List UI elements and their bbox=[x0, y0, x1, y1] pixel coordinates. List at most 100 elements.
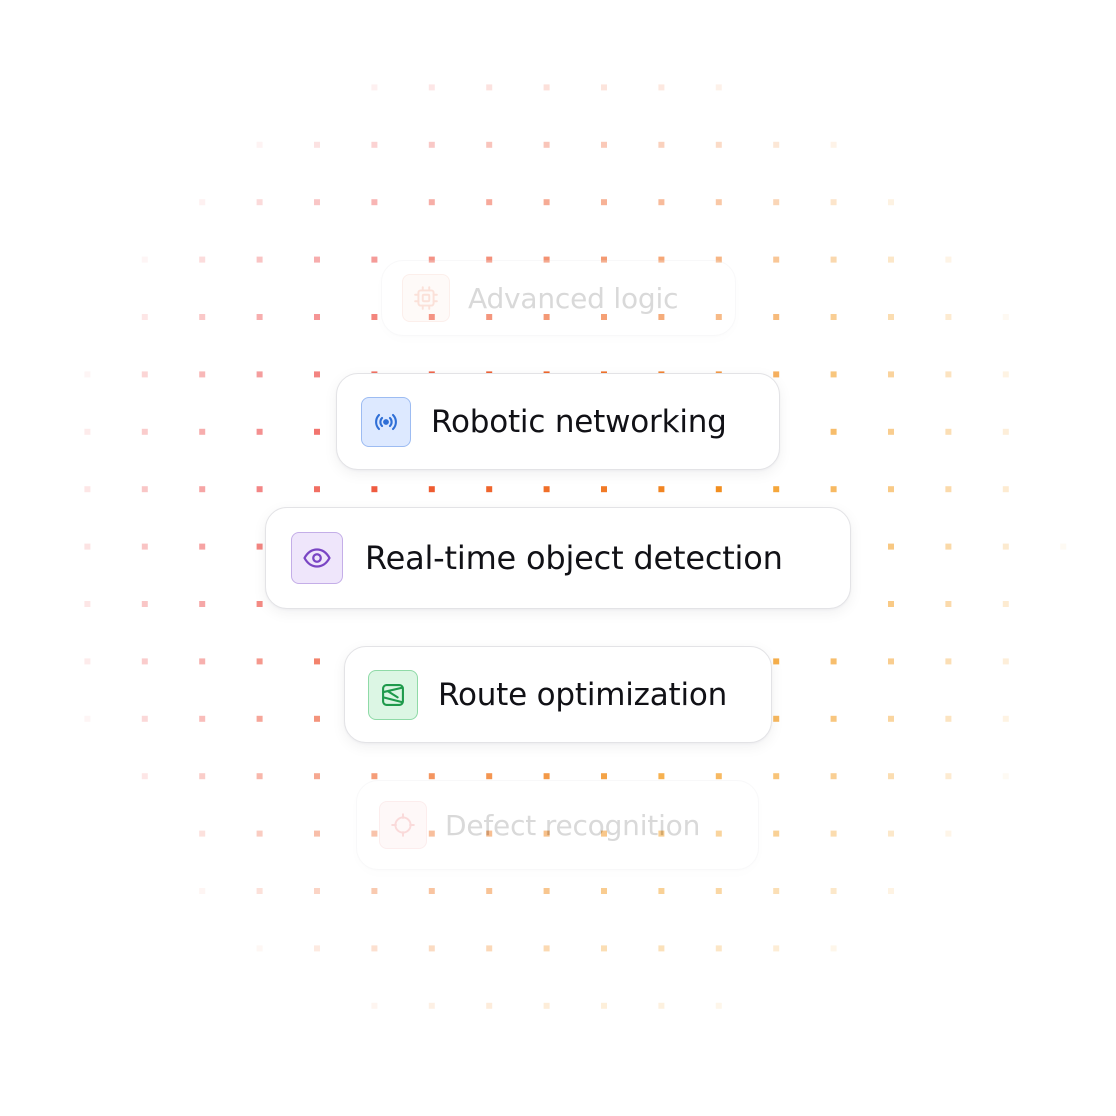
grid-dot bbox=[141, 658, 148, 665]
feature-label: Advanced logic bbox=[468, 281, 679, 315]
feature-card-real-time-object-detection: Real-time object detection bbox=[265, 507, 851, 609]
grid-dot bbox=[314, 314, 320, 320]
grid-dot bbox=[888, 888, 894, 894]
grid-dot bbox=[543, 256, 550, 263]
grid-dot bbox=[888, 428, 894, 435]
grid-dot bbox=[945, 601, 952, 607]
grid-dot bbox=[888, 486, 894, 493]
grid-dot bbox=[314, 888, 320, 894]
grid-dot bbox=[371, 141, 378, 148]
grid-dot bbox=[543, 1002, 550, 1009]
grid-dot bbox=[658, 314, 665, 320]
grid-dot bbox=[773, 945, 780, 952]
grid-dot bbox=[141, 428, 148, 435]
grid-dot bbox=[1002, 715, 1009, 722]
grid-dot bbox=[256, 314, 263, 320]
grid-dot bbox=[830, 486, 837, 493]
grid-dot bbox=[658, 830, 665, 837]
grid-dot bbox=[141, 601, 148, 607]
grid-dot bbox=[256, 773, 263, 780]
grid-dot bbox=[830, 888, 837, 894]
grid-dot bbox=[1002, 543, 1009, 550]
grid-dot bbox=[945, 428, 952, 435]
feature-card-defect-recognition: Defect recognition bbox=[356, 780, 759, 870]
chip-icon bbox=[402, 274, 450, 322]
grid-dot bbox=[601, 773, 607, 780]
grid-dot bbox=[773, 658, 780, 665]
grid-dot bbox=[84, 601, 91, 607]
grid-dot bbox=[830, 371, 837, 378]
grid-dot bbox=[773, 314, 780, 320]
grid-dot bbox=[715, 888, 722, 894]
grid-dot bbox=[773, 888, 780, 894]
grid-dot bbox=[371, 256, 378, 263]
grid-dot bbox=[428, 141, 435, 148]
grid-dot bbox=[256, 543, 263, 550]
grid-dot bbox=[773, 199, 780, 206]
grid-dot bbox=[773, 256, 780, 263]
feature-card-route-optimization: Route optimization bbox=[344, 646, 772, 743]
grid-dot bbox=[84, 428, 91, 435]
grid-dot bbox=[371, 314, 378, 320]
grid-dot bbox=[945, 715, 952, 722]
grid-dot bbox=[543, 141, 550, 148]
grid-dot bbox=[141, 715, 148, 722]
grid-dot bbox=[773, 486, 780, 493]
grid-dot bbox=[428, 830, 435, 837]
grid-dot bbox=[84, 715, 91, 722]
grid-dot bbox=[199, 486, 206, 493]
grid-dot bbox=[199, 371, 206, 378]
broadcast-icon bbox=[361, 396, 411, 447]
grid-dot bbox=[715, 199, 722, 206]
grid-dot bbox=[715, 256, 722, 263]
grid-dot bbox=[428, 486, 435, 493]
grid-dot bbox=[428, 314, 435, 320]
grid-dot bbox=[256, 371, 263, 378]
grid-dot bbox=[256, 830, 263, 837]
grid-dot bbox=[830, 830, 837, 837]
grid-dot bbox=[888, 543, 894, 550]
grid-dot bbox=[314, 773, 320, 780]
grid-dot bbox=[314, 486, 320, 493]
grid-dot bbox=[830, 715, 837, 722]
grid-dot bbox=[601, 141, 607, 148]
grid-dot bbox=[715, 1002, 722, 1009]
grid-dot bbox=[715, 486, 722, 493]
grid-dot bbox=[428, 199, 435, 206]
grid-dot bbox=[888, 601, 894, 607]
grid-dot bbox=[830, 658, 837, 665]
grid-dot bbox=[1060, 543, 1067, 550]
grid-dot bbox=[486, 314, 493, 320]
grid-dot bbox=[658, 256, 665, 263]
grid-dot bbox=[141, 773, 148, 780]
grid-dot bbox=[658, 1002, 665, 1009]
grid-dot bbox=[199, 314, 206, 320]
grid-dot bbox=[428, 1002, 435, 1009]
grid-dot bbox=[830, 773, 837, 780]
grid-dot bbox=[486, 1002, 493, 1009]
grid-dot bbox=[314, 658, 320, 665]
grid-dot bbox=[945, 314, 952, 320]
grid-dot bbox=[314, 830, 320, 837]
grid-dot bbox=[199, 888, 206, 894]
grid-dot bbox=[199, 830, 206, 837]
grid-dot bbox=[715, 84, 722, 91]
grid-dot bbox=[945, 773, 952, 780]
grid-dot bbox=[773, 141, 780, 148]
grid-dot bbox=[486, 830, 493, 837]
map-icon bbox=[368, 669, 418, 720]
grid-dot bbox=[486, 945, 493, 952]
grid-dot bbox=[199, 428, 206, 435]
grid-dot bbox=[773, 773, 780, 780]
grid-dot bbox=[256, 601, 263, 607]
grid-dot bbox=[256, 945, 263, 952]
grid-dot bbox=[256, 888, 263, 894]
grid-dot bbox=[428, 773, 435, 780]
grid-dot bbox=[371, 486, 378, 493]
grid-dot bbox=[543, 314, 550, 320]
grid-dot bbox=[141, 256, 148, 263]
grid-dot bbox=[371, 888, 378, 894]
grid-dot bbox=[1002, 486, 1009, 493]
grid-dot bbox=[141, 486, 148, 493]
grid-dot bbox=[543, 486, 550, 493]
